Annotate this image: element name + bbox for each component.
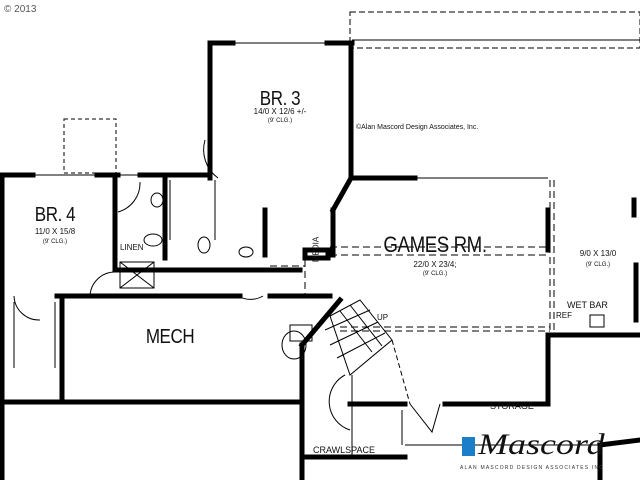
mech-label: MECH xyxy=(145,326,195,348)
games-room-size: 22/0 X 23/4; xyxy=(413,260,457,269)
wet-bar-label: WET BAR xyxy=(567,300,608,310)
side-room-size: 9/0 X 13/0 xyxy=(579,249,617,258)
logo-tagline: ALAN MASCORD DESIGN ASSOCIATES INC xyxy=(460,465,605,471)
br3-label: BR. 3 xyxy=(259,88,301,110)
media-label: MEDIA xyxy=(311,236,321,263)
br3-ceiling: (9' CLG.) xyxy=(267,118,293,124)
br4-ceiling: (9' CLG.) xyxy=(42,239,68,245)
logo-script: Mascord xyxy=(478,428,605,461)
designer-credit: ©Alan Mascord Design Associates, Inc. xyxy=(356,124,479,131)
logo-square xyxy=(462,437,475,456)
br3-size: 14/0 X 12/6 +/- xyxy=(253,107,307,116)
ref-label: REF xyxy=(556,311,572,320)
br4-label: BR. 4 xyxy=(34,204,76,226)
crawlspace-label: CRAWLSPACE xyxy=(313,445,376,455)
deck-outline xyxy=(349,11,640,49)
games-room-ceiling: (9' CLG.) xyxy=(422,271,448,277)
br4-size: 11/0 X 15/8 xyxy=(34,227,76,236)
copyright: © 2013 xyxy=(4,4,37,15)
stairs-up-label: UP xyxy=(377,313,389,322)
games-room-label: GAMES RM. xyxy=(383,232,487,257)
bay-outline xyxy=(63,118,117,174)
side-room-ceiling: (9' CLG.) xyxy=(585,262,611,268)
storage-label: STORAGE xyxy=(490,401,534,411)
linen-label: LINEN xyxy=(120,243,144,252)
